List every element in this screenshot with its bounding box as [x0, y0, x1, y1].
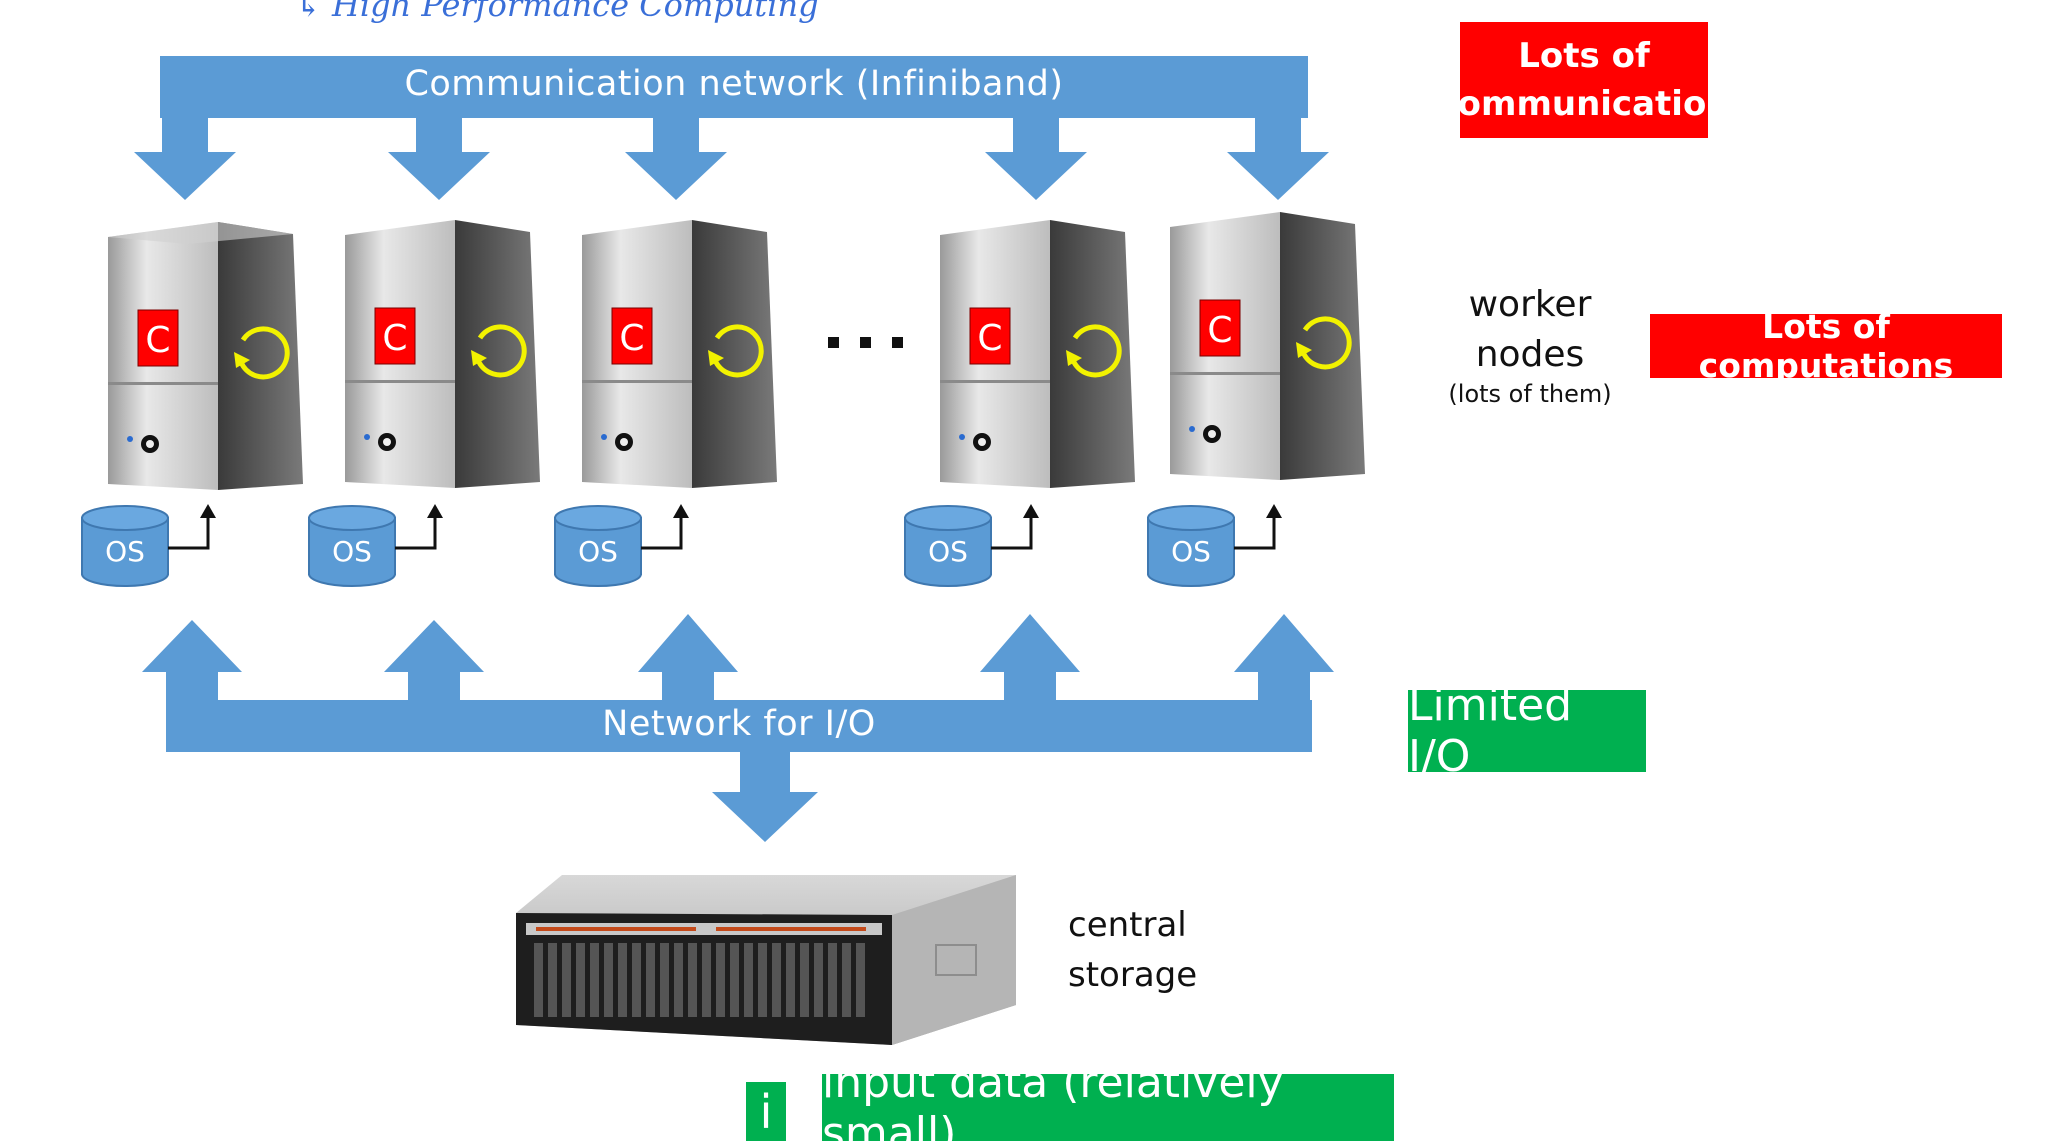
input-badge-icon: i [746, 1082, 786, 1141]
worker-node: C [345, 220, 540, 488]
worker-label-line1: worker [1468, 284, 1592, 325]
os-disk [554, 504, 689, 587]
limited-io-badge: Limited I/O [1408, 680, 1646, 782]
svg-text:C: C [619, 318, 644, 359]
os-label: OS [928, 535, 968, 568]
io-network-label: Network for I/O [602, 704, 876, 744]
lots-of-communication-badge: Lots of communication [1438, 22, 1731, 138]
input-data-badge: input data (relatively small) [822, 1074, 1394, 1141]
handwritten-note: ↳ High Performance Computing [295, 0, 819, 24]
ellipsis-dots [828, 337, 903, 348]
os-label: OS [1171, 535, 1211, 568]
lots-of-computations-badge: Lots of computations [1650, 307, 2002, 385]
worker-node: C [940, 220, 1135, 488]
worker-node: C [582, 220, 777, 488]
os-disks [81, 504, 1282, 587]
os-disk [308, 504, 443, 587]
worker-node: C [1170, 212, 1365, 480]
worker-nodes: C C C [108, 212, 1365, 490]
worker-label-sub: (lots of them) [1448, 380, 1612, 408]
os-disk [1147, 504, 1282, 587]
svg-text:C: C [977, 318, 1002, 359]
comm-network-bar [134, 56, 1329, 200]
storage-array [516, 875, 1016, 1045]
svg-text:C: C [1207, 310, 1232, 351]
storage-label-line1: central [1068, 905, 1187, 945]
os-disk [81, 504, 216, 587]
comm-badge-line1: Lots of [1518, 36, 1650, 76]
storage-label-line2: storage [1068, 955, 1198, 995]
os-label: OS [332, 535, 372, 568]
svg-text:C: C [145, 320, 170, 361]
comm-badge-line2: communication [1437, 84, 1731, 124]
io-network-bar [142, 614, 1334, 842]
os-disk [904, 504, 1039, 587]
svg-text:C: C [382, 318, 407, 359]
os-label: OS [578, 535, 618, 568]
worker-label-line2: nodes [1475, 334, 1585, 375]
storage-label: central storage [1068, 900, 1197, 1000]
worker-nodes-label: worker nodes (lots of them) [1430, 280, 1630, 408]
worker-node: C [108, 222, 303, 490]
comm-network-label: Communication network (Infiniband) [404, 64, 1064, 104]
os-label: OS [105, 535, 145, 568]
